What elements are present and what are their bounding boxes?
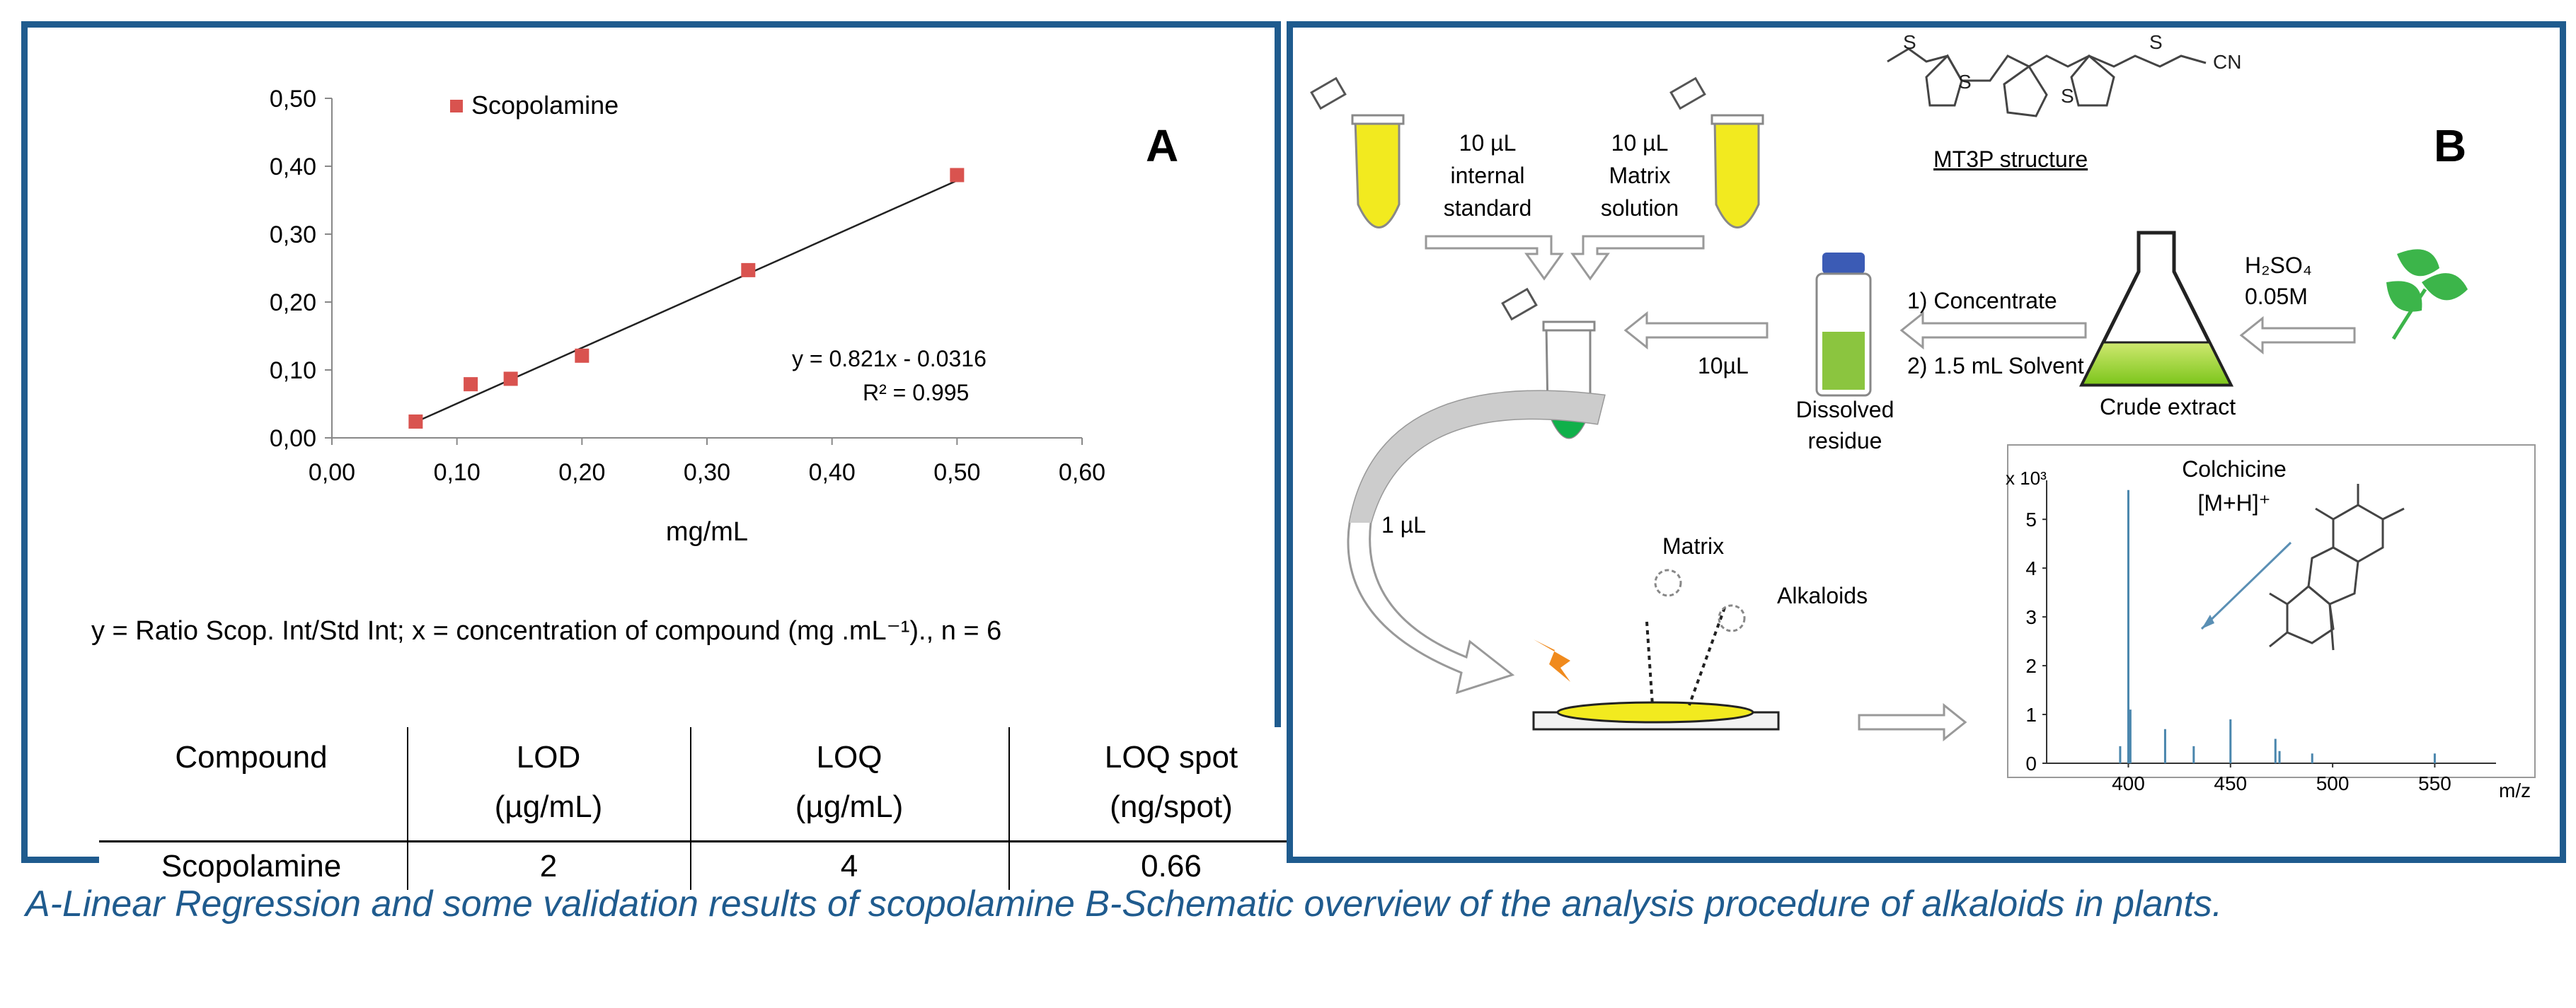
r-squared: R² = 0.995: [863, 380, 970, 405]
mt3p-s: S: [1958, 71, 1972, 93]
x-tick-label: 0,30: [684, 459, 730, 486]
spectrum-y-tick-label: 1: [2025, 704, 2037, 726]
arrow-to-flask: [2239, 315, 2356, 355]
spectrum-x-tick-label: 500: [2316, 772, 2350, 794]
solvent-label: 2) 1.5 mL Solvent: [1907, 353, 2084, 378]
mass-spectrum: 0 1 2 3 4 5 400 450 500 550 m/z x 10³: [2006, 468, 2531, 801]
col-separator: [407, 727, 408, 890]
spectrum-x-tick-label: 450: [2214, 772, 2247, 794]
col-separator: [1008, 727, 1010, 890]
x-tick-label: 0,60: [1059, 459, 1105, 486]
mt3p-s: S: [1903, 31, 1916, 53]
chart-footnote: y = Ratio Scop. Int/Std Int; x = concent…: [91, 616, 1002, 646]
panel-label-b: B: [2434, 120, 2467, 171]
y-tick-label: 0,00: [270, 425, 316, 452]
col-header-loq: LOQ: [816, 740, 882, 775]
peak-pointer: [2200, 541, 2292, 630]
regression-equation: y = 0.821x - 0.0316: [792, 346, 987, 371]
x-tick-label: 0,40: [809, 459, 856, 486]
spectrum-y-tick-label: 2: [2025, 655, 2037, 677]
legend-label: Scopolamine: [471, 91, 619, 120]
y-tick-label: 0,40: [270, 153, 316, 180]
table-divider: [99, 840, 1330, 842]
colchicine-label: Colchicine [M+H]⁺: [2182, 456, 2287, 516]
mt3p-s: S: [2149, 31, 2163, 53]
y-tick-label: 0,10: [270, 357, 316, 384]
h2so4-label: H₂SO₄: [2245, 253, 2312, 278]
table-cell: 0.66: [1141, 849, 1202, 884]
mt3p-label: MT3P structure: [1933, 146, 2088, 172]
internal-standard-label: 10 µL internal standard: [1443, 130, 1532, 221]
spectrum-x-unit: m/z: [2499, 780, 2531, 801]
y-tick-label: 0,20: [270, 289, 316, 316]
figure-caption: A-Linear Regression and some validation …: [25, 884, 2223, 925]
flask-crude-extract: [2078, 231, 2234, 387]
arrow-to-spectrum: [1858, 702, 1967, 742]
calibration-chart: 0,00 0,10 0,20 0,30 0,40 0,50 0,60 0,00 0,10 0,20…: [270, 86, 1105, 547]
mt3p-s: S: [2061, 85, 2074, 107]
matrix-label: Matrix: [1662, 533, 1725, 559]
col-header-lod: LOD: [516, 740, 581, 775]
spectrum-y-tick-label: 0: [2025, 753, 2037, 775]
x-tick-label: 0,50: [933, 459, 980, 486]
col-separator: [690, 727, 691, 890]
concentrate-label: 1) Concentrate: [1907, 288, 2057, 313]
merge-arrows: [1425, 235, 1705, 281]
col-header-lod-unit: (µg/mL): [494, 789, 603, 824]
x-tick-label: 0,20: [558, 459, 605, 486]
data-point: [464, 377, 478, 392]
col-header-compound: Compound: [175, 740, 328, 775]
validation-table: Compound LOD (µg/mL) LOQ (µg/mL) LOQ spo…: [99, 727, 1330, 890]
col-header-loq-spot: LOQ spot: [1104, 740, 1238, 775]
mt3p-structure: [1887, 47, 2207, 117]
crude-extract-label: Crude extract: [2100, 394, 2236, 419]
spectrum-x-tick-label: 400: [2112, 772, 2145, 794]
y-tick-label: 0,50: [270, 86, 316, 112]
x-tick-label: 0,10: [434, 459, 481, 486]
x-axis-title: mg/mL: [666, 517, 748, 547]
plant-leaf-icon: [2386, 249, 2468, 340]
vial-dissolved-residue: [1815, 253, 1872, 397]
table-cell: 4: [840, 849, 858, 884]
matrix-solution-label: 10 µL Matrix solution: [1600, 130, 1679, 221]
dissolved-residue-label: Dissolved residue: [1795, 397, 1894, 453]
data-point: [741, 262, 756, 277]
spectrum-y-tick-label: 4: [2025, 557, 2037, 579]
alkaloids-label: Alkaloids: [1777, 583, 1868, 608]
table-cell: Scopolamine: [161, 849, 342, 884]
data-point: [575, 348, 590, 363]
data-point: [408, 414, 423, 429]
spectrum-y-unit: x 10³: [2006, 468, 2047, 489]
spectrum-y-tick-label: 5: [2025, 509, 2037, 531]
y-tick-label: 0,30: [270, 221, 316, 248]
maldi-target-plate: [1532, 569, 1780, 731]
ten-ul-label: 10µL: [1698, 353, 1749, 378]
x-tick-label: 0,00: [309, 459, 355, 486]
col-header-loq-spot-unit: (ng/spot): [1110, 789, 1233, 824]
data-point: [503, 371, 518, 386]
spectrum-frame: [2007, 444, 2536, 778]
spectrum-y-tick-label: 3: [2025, 606, 2037, 628]
panel-b: B S S S S CN: [1287, 21, 2566, 863]
tube-internal-standard: [1310, 76, 1405, 228]
workflow-diagram: S S S S CN: [1310, 31, 2536, 801]
mt3p-cn: CN: [2213, 51, 2241, 73]
legend-marker: [450, 100, 463, 112]
arrow-to-vial: [1899, 311, 2087, 350]
panel-label-a: A: [1146, 120, 1179, 171]
arrow-to-tube: [1623, 311, 1769, 350]
spectrum-x-tick-label: 550: [2418, 772, 2451, 794]
table-cell: 2: [539, 849, 558, 884]
h2so4-conc-label: 0.05M: [2245, 284, 2308, 309]
one-ul-label: 1 µL: [1381, 512, 1426, 538]
mt3p-atom-labels: S S S S CN: [1903, 31, 2241, 107]
data-point: [950, 168, 965, 183]
tube-matrix-solution: [1669, 76, 1764, 228]
col-header-loq-unit: (µg/mL): [795, 789, 904, 824]
colchicine-structure: [2269, 484, 2405, 651]
